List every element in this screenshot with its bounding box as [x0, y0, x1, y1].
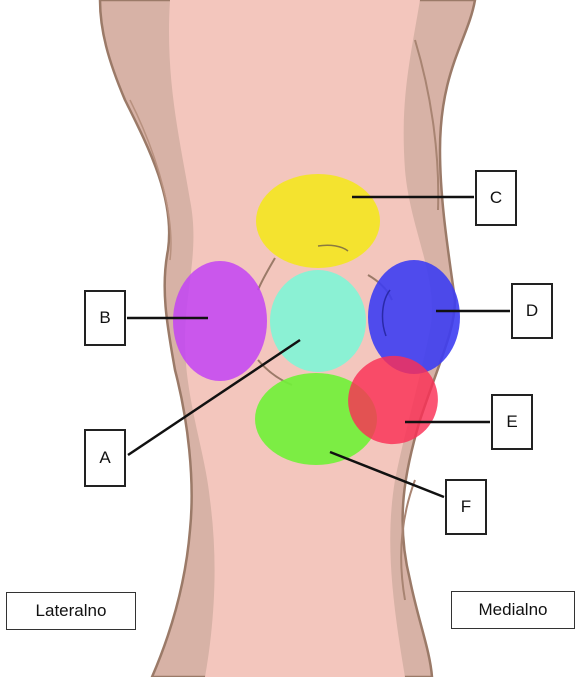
- label-f: F: [445, 479, 487, 535]
- label-a: A: [84, 429, 126, 487]
- label-c: C: [475, 170, 517, 226]
- medial-side-label: Medialno: [451, 591, 575, 629]
- label-e: E: [491, 394, 533, 450]
- label-d: D: [511, 283, 553, 339]
- lateral-side-label: Lateralno: [6, 592, 136, 630]
- region-b: [173, 261, 267, 381]
- region-c: [256, 174, 380, 268]
- label-b: B: [84, 290, 126, 346]
- region-a: [270, 270, 366, 372]
